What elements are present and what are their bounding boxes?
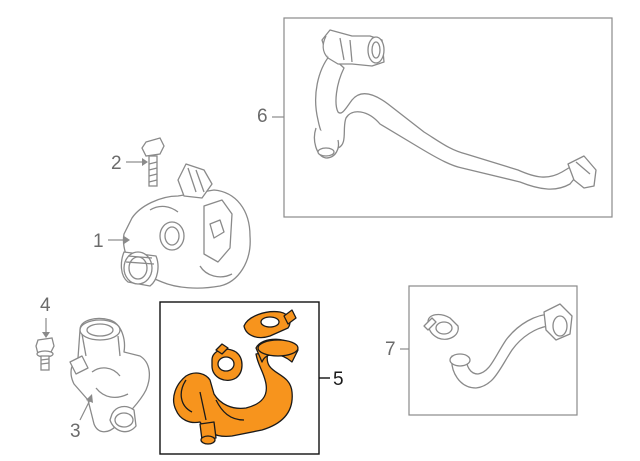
callout-4: 4 bbox=[40, 295, 51, 316]
part-7-hose bbox=[423, 303, 573, 389]
part-1-leader bbox=[108, 236, 130, 244]
part-4-bolt bbox=[35, 337, 55, 371]
callout-6: 6 bbox=[257, 106, 268, 127]
part-2-leader bbox=[126, 158, 148, 166]
part-3-thermostat-housing bbox=[69, 317, 151, 433]
callout-5: 5 bbox=[333, 369, 344, 390]
callout-1: 1 bbox=[93, 231, 104, 252]
callout-7: 7 bbox=[385, 339, 396, 360]
part-6-hose bbox=[313, 29, 597, 190]
part-4-leader bbox=[42, 318, 50, 338]
callout-3: 3 bbox=[70, 421, 81, 442]
callout-2: 2 bbox=[111, 153, 122, 174]
part-1-water-pump bbox=[120, 163, 251, 289]
part-5-hose-kit bbox=[172, 309, 299, 445]
part-7-box bbox=[400, 285, 578, 416]
part-3-leader bbox=[79, 394, 93, 421]
part-2-bolt bbox=[141, 137, 165, 187]
